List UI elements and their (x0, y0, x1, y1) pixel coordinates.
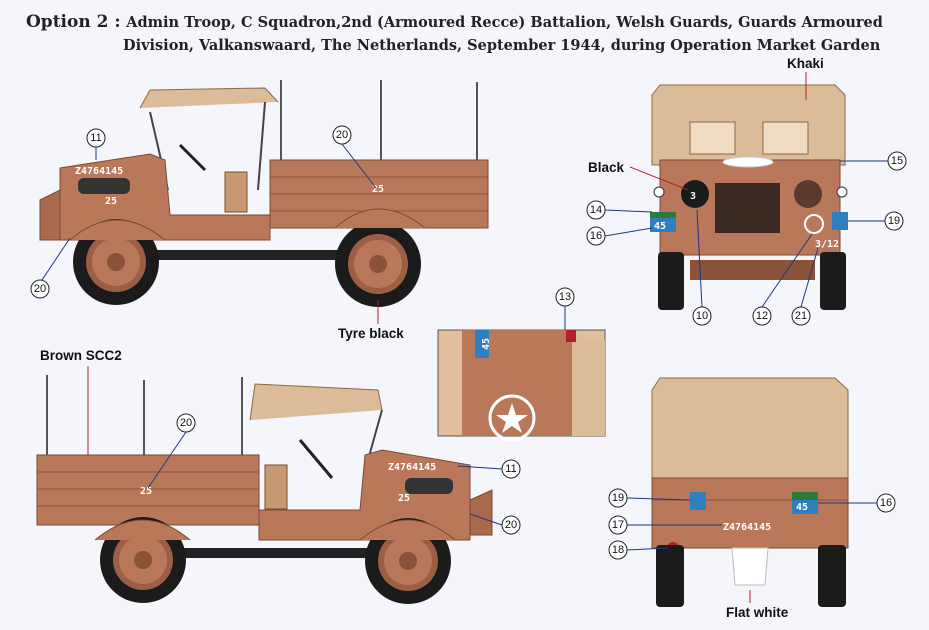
registration-decal-right: Z4764145 (388, 462, 436, 473)
option-number: Option 2 : (26, 12, 121, 32)
bridge-class-decal-cab: 25 (398, 493, 410, 504)
callout-20-top-body: 20 (336, 129, 348, 141)
callout-19-rear: 19 (612, 492, 624, 504)
unit-code-front: 45 (654, 221, 666, 232)
callout-20-top-front: 20 (34, 283, 46, 295)
registration-decal: Z4764145 (75, 166, 123, 177)
callout-11-top: 11 (90, 132, 101, 144)
callout-12: 12 (756, 310, 768, 322)
callout-19-front: 19 (888, 215, 900, 227)
label-tyre-black: Tyre black (338, 326, 404, 341)
tactical-sign: 3/12 (815, 239, 839, 250)
callout-14: 14 (590, 204, 602, 216)
detail-inset: 45 (437, 329, 606, 442)
callout-17: 17 (612, 519, 624, 531)
label-flat-white: Flat white (726, 605, 789, 620)
front-view: 3 45 3/12 (650, 84, 848, 310)
callout-15: 15 (891, 155, 903, 167)
callout-10: 10 (696, 310, 708, 322)
bridge-class-decal-cargo: 25 (140, 486, 152, 497)
callout-20-bottom-front: 20 (505, 519, 517, 531)
callout-20-bottom-body: 20 (180, 417, 192, 429)
registration-decal-rear: Z4764145 (723, 522, 771, 533)
side-view-right: Z4764145 25 25 (36, 375, 493, 604)
label-brown-scc2: Brown SCC2 (40, 348, 122, 363)
callout-11-bottom: 11 (505, 463, 516, 475)
label-khaki: Khaki (787, 56, 824, 71)
unit-code-inset: 45 (481, 338, 492, 350)
unit-code-rear: 45 (796, 502, 808, 513)
title-line-1: Admin Troop, C Squadron,2nd (Armoured Re… (126, 14, 883, 31)
callouts: 11 20 20 14 16 15 19 10 12 21 13 20 11 2… (30, 125, 907, 560)
rear-view: 45 Z4764145 (651, 377, 849, 607)
callout-13: 13 (559, 291, 571, 303)
callout-16-rear: 16 (880, 497, 892, 509)
option-title: Option 2 : Admin Troop, C Squadron,2nd (… (26, 12, 883, 54)
callout-16-front: 16 (590, 230, 602, 242)
label-black: Black (588, 160, 625, 175)
title-line-2: Division, Valkanswaard, The Netherlands,… (123, 37, 881, 54)
side-view-left: Z4764145 25 25 (39, 80, 489, 307)
bridge-class-decal-body: 25 (372, 184, 384, 195)
bridge-plate-front: 3 (690, 191, 696, 202)
callout-18: 18 (612, 544, 624, 556)
bridge-class-decal: 25 (105, 196, 117, 207)
callout-21: 21 (795, 310, 807, 322)
